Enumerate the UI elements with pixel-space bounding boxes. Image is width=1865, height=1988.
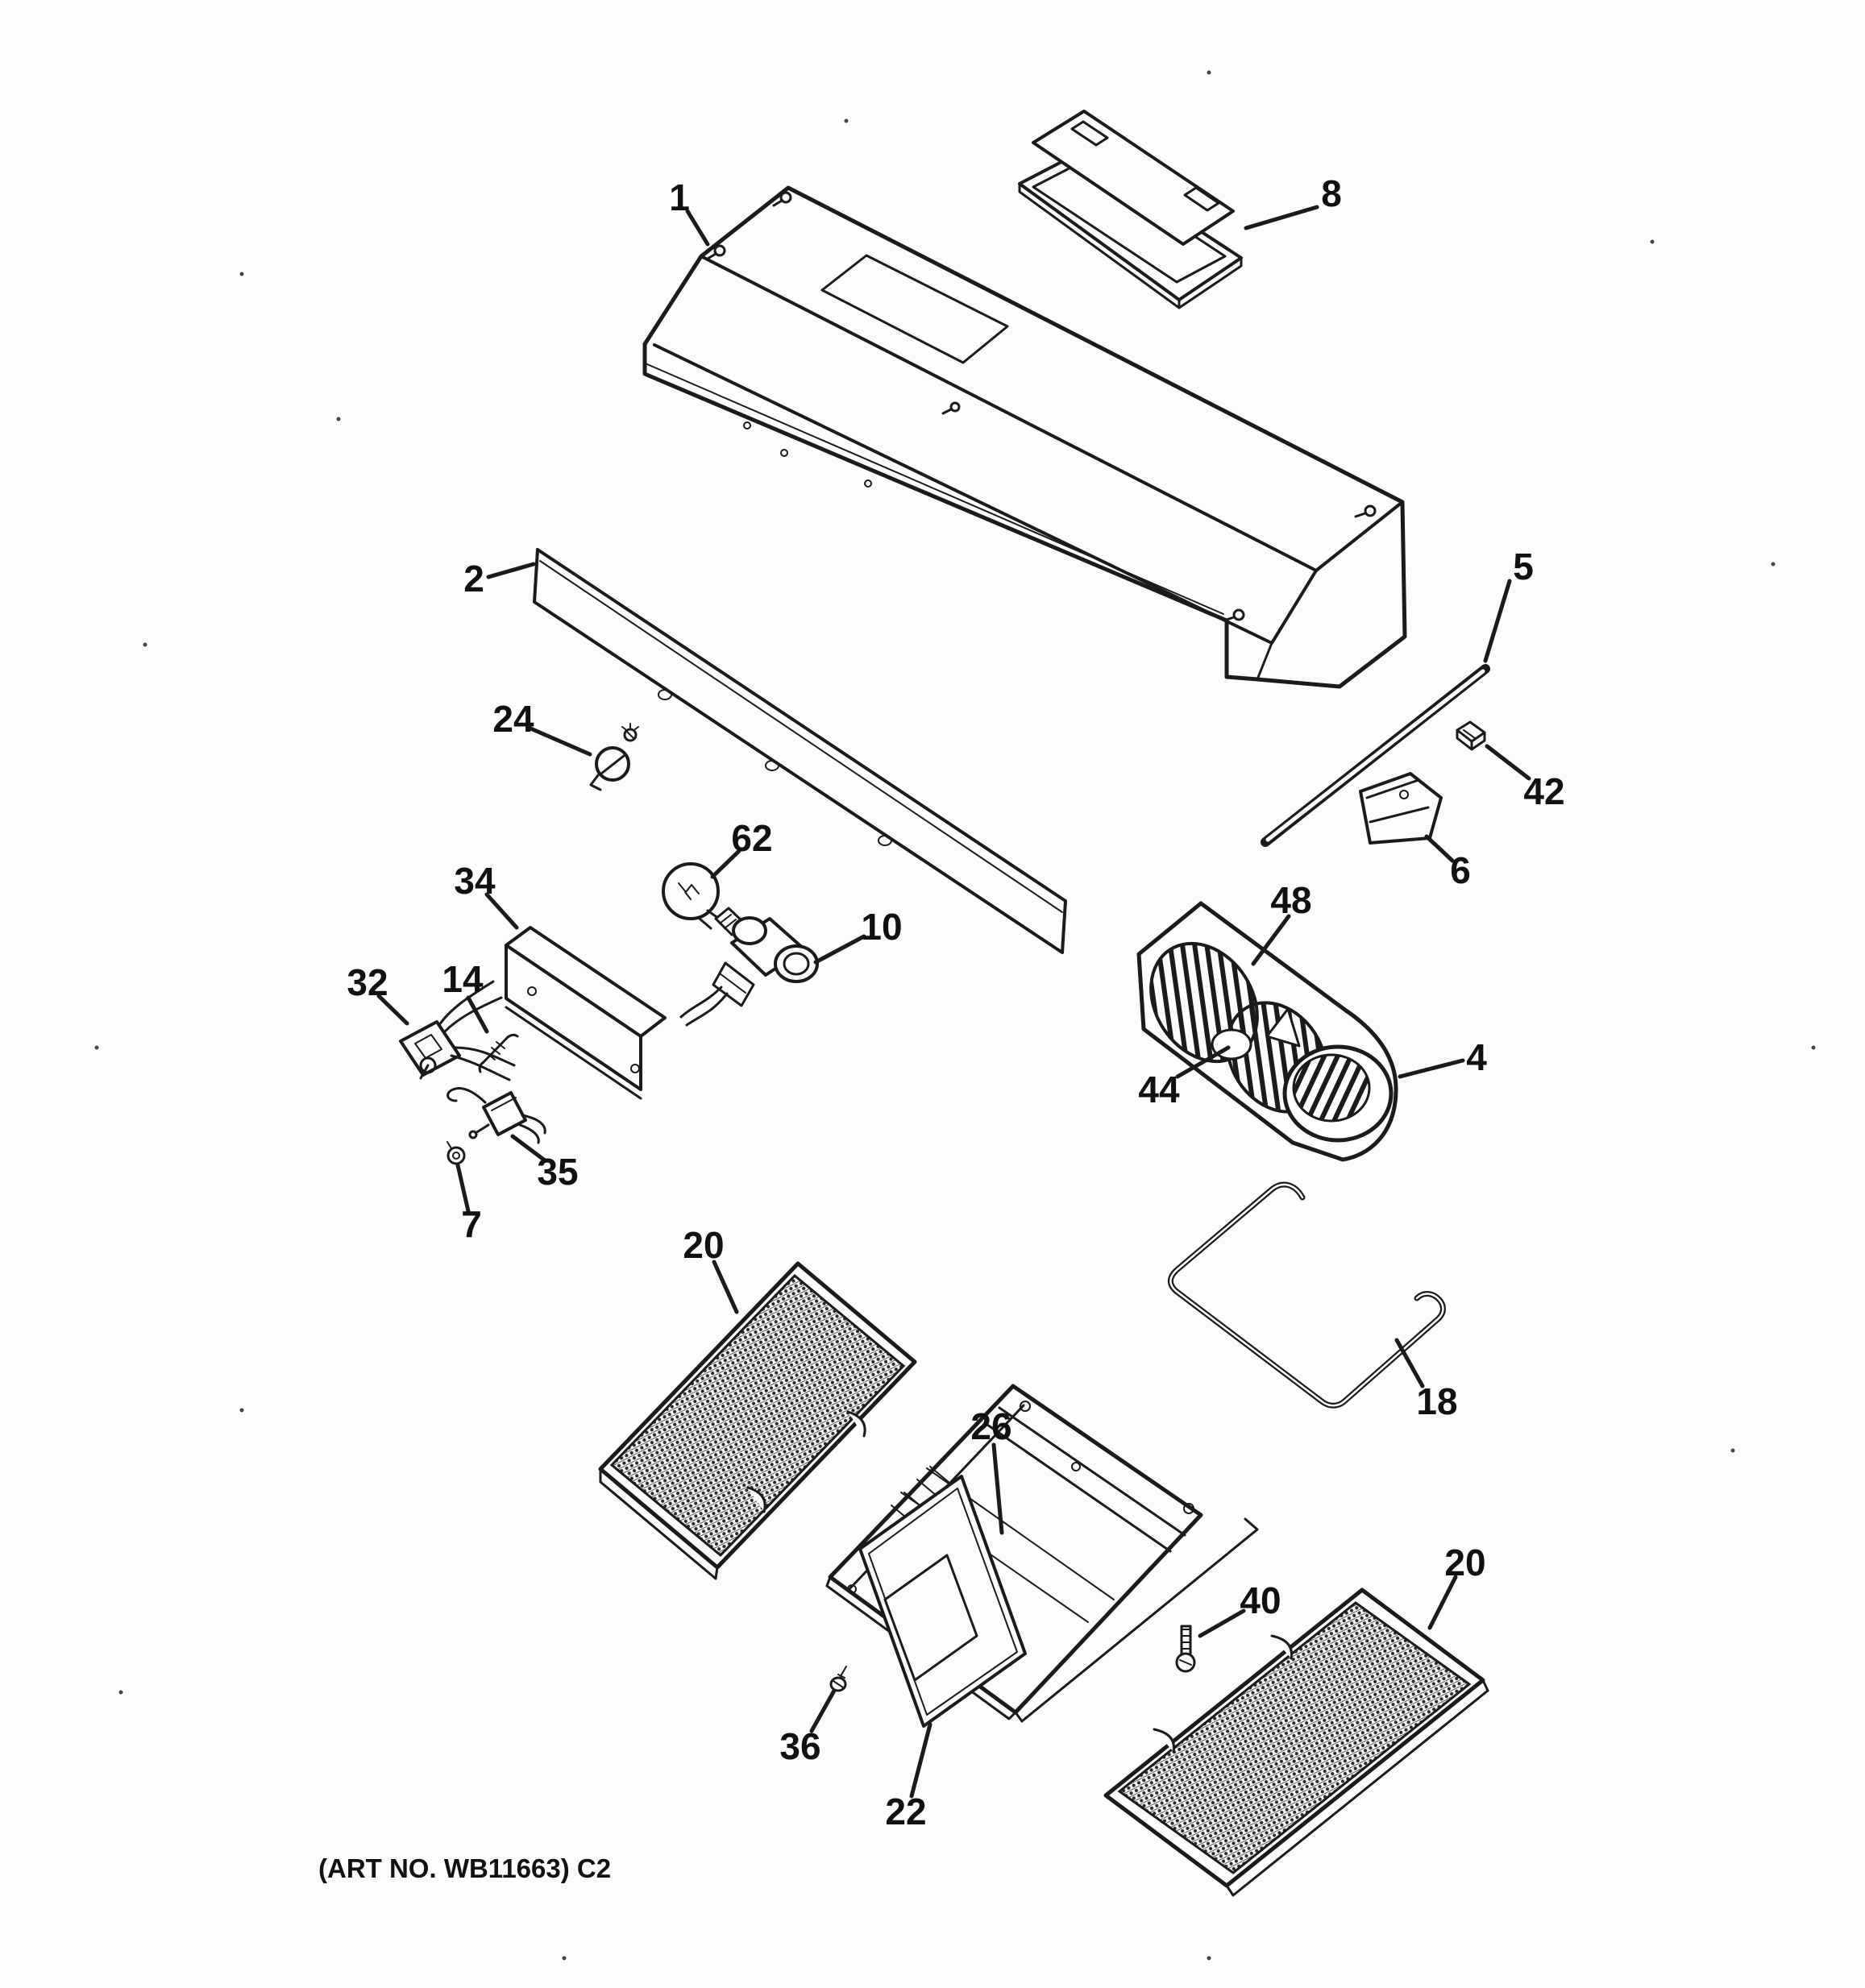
part-label-62: 62 <box>731 817 772 859</box>
part-label-22: 22 <box>885 1791 926 1832</box>
part-label-5: 5 <box>1513 546 1534 587</box>
part-light-switch <box>447 1087 546 1144</box>
part-switch-knob <box>589 723 639 791</box>
part-spring-terminal <box>478 1033 519 1073</box>
leader-2 <box>486 562 536 579</box>
leader-4 <box>1398 1058 1465 1079</box>
part-screw-40 <box>1175 1625 1196 1673</box>
leader-32 <box>376 994 409 1026</box>
part-blower-assembly <box>1136 901 1398 1162</box>
scan-noise <box>94 70 1816 1961</box>
part-label-18: 18 <box>1416 1380 1457 1422</box>
part-label-42: 42 <box>1523 770 1564 812</box>
leader-20-right <box>1427 1575 1458 1630</box>
part-label-34: 34 <box>454 860 496 902</box>
leader-35 <box>510 1134 547 1163</box>
part-light-bulb <box>662 862 748 938</box>
part-lamp-bracket <box>505 926 667 1100</box>
part-label-48: 48 <box>1270 879 1311 921</box>
part-grease-filter-left <box>598 1261 917 1580</box>
leader-62 <box>710 849 741 879</box>
part-label-44: 44 <box>1138 1069 1180 1110</box>
leader-5 <box>1483 579 1512 663</box>
part-label-32: 32 <box>347 961 388 1003</box>
part-label-4: 4 <box>1466 1036 1487 1078</box>
leader-24 <box>526 725 592 757</box>
leader-34 <box>484 892 519 930</box>
part-lamp-socket <box>679 916 819 1027</box>
part-screw-36 <box>829 1666 847 1692</box>
part-support-rod <box>1261 664 1490 847</box>
part-label-8: 8 <box>1321 172 1342 214</box>
part-retainer-wire <box>1167 1181 1446 1409</box>
leader-42 <box>1485 744 1531 781</box>
leader-20-left <box>712 1260 739 1314</box>
part-nut <box>447 1141 466 1165</box>
part-grease-filter-right <box>1103 1587 1489 1897</box>
part-mounting-bracket <box>1359 772 1443 845</box>
leader-36 <box>809 1688 837 1733</box>
part-access-panel <box>858 1475 1027 1728</box>
part-label-35: 35 <box>537 1151 578 1193</box>
part-hood-canopy <box>642 185 1407 689</box>
part-clip <box>1456 720 1486 751</box>
leader-18 <box>1394 1338 1425 1388</box>
part-fan-switch <box>399 980 516 1081</box>
part-label-14: 14 <box>442 958 484 1000</box>
part-label-10: 10 <box>861 906 902 948</box>
part-label-20-left: 20 <box>683 1224 724 1266</box>
part-label-6: 6 <box>1450 849 1471 891</box>
part-front-trim <box>533 548 1067 954</box>
part-label-40: 40 <box>1240 1579 1281 1621</box>
leader-8 <box>1244 205 1319 230</box>
leader-6 <box>1424 834 1455 863</box>
blower-outlet-grille <box>1292 1053 1371 1123</box>
leader-26 <box>991 1442 1004 1535</box>
part-label-24: 24 <box>492 698 534 740</box>
leader-14 <box>466 995 489 1034</box>
part-damper-assembly <box>1018 110 1243 309</box>
leader-1 <box>685 209 710 247</box>
part-label-20-right: 20 <box>1444 1542 1485 1583</box>
part-label-2: 2 <box>463 558 484 600</box>
leader-22 <box>909 1722 932 1799</box>
leader-7 <box>455 1163 471 1214</box>
part-label-26: 26 <box>970 1405 1011 1447</box>
part-label-7: 7 <box>461 1203 482 1245</box>
leader-44 <box>1175 1045 1231 1079</box>
leader-48 <box>1251 914 1291 966</box>
leader-10 <box>813 934 866 965</box>
art-number: (ART NO. WB11663) C2 <box>318 1853 611 1883</box>
part-label-36: 36 <box>779 1725 820 1767</box>
leader-40 <box>1198 1608 1246 1638</box>
part-label-1: 1 <box>669 176 690 218</box>
